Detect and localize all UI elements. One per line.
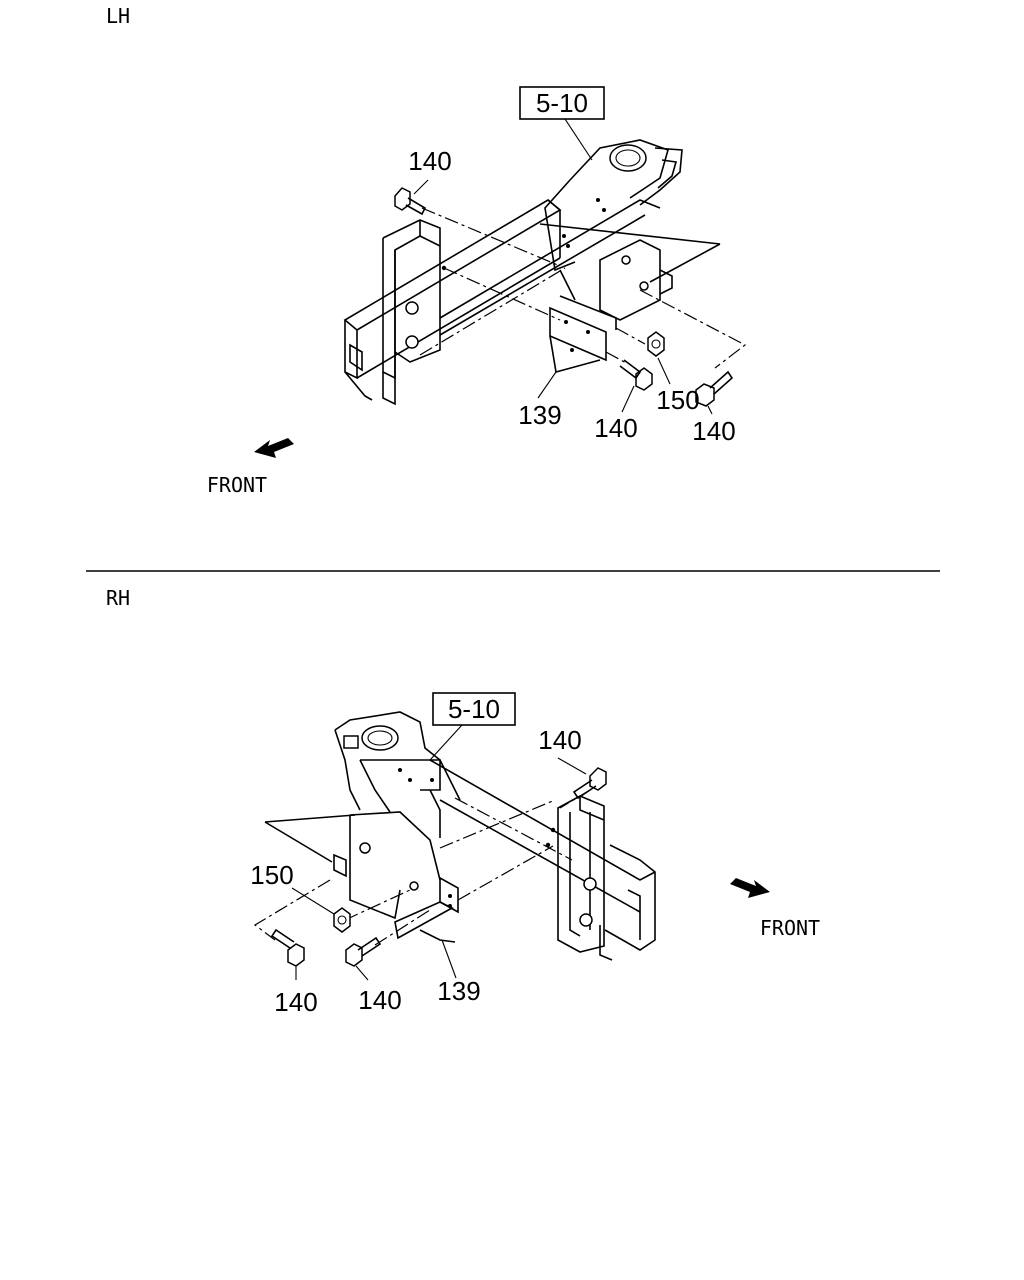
rh-bolt-mid[interactable] bbox=[345, 936, 382, 967]
rh-callout-150: 150 bbox=[250, 860, 293, 890]
rh-section: RH 5-10 bbox=[106, 586, 820, 1017]
rh-callout-140-top: 140 bbox=[538, 725, 581, 755]
lh-plate-139[interactable] bbox=[549, 295, 617, 374]
lh-callout-140-mid: 140 bbox=[594, 413, 637, 443]
rh-reference-box[interactable]: 5-10 bbox=[432, 692, 516, 726]
rh-hanger-bracket bbox=[264, 711, 461, 920]
lh-front-label: FRONT bbox=[207, 473, 267, 497]
rh-plate-139[interactable] bbox=[394, 876, 459, 943]
rh-front-arrow-icon bbox=[730, 878, 770, 898]
rh-callout-140-mid: 140 bbox=[358, 985, 401, 1015]
lh-callout-139: 139 bbox=[518, 400, 561, 430]
lh-front-arrow-icon bbox=[254, 438, 294, 458]
lh-callout-140-top: 140 bbox=[408, 146, 451, 176]
lh-frame-rail bbox=[343, 199, 661, 401]
lh-nut[interactable] bbox=[647, 331, 665, 357]
lh-callout-140-right: 140 bbox=[692, 416, 735, 446]
lh-bolt-right[interactable] bbox=[695, 370, 734, 407]
lh-reference-leader bbox=[564, 118, 593, 161]
rh-frame-rail bbox=[429, 759, 656, 961]
lh-callout-150: 150 bbox=[656, 385, 699, 415]
rh-cross-member bbox=[545, 795, 605, 953]
rh-reference-leader bbox=[429, 724, 463, 761]
rh-bolt-top[interactable] bbox=[572, 767, 607, 800]
rh-view-label: RH bbox=[106, 586, 130, 610]
lh-section: LH 5-10 bbox=[106, 4, 747, 497]
rh-callout-139: 139 bbox=[437, 976, 480, 1006]
rh-reference-box-label: 5-10 bbox=[448, 694, 500, 724]
lh-view-label: LH bbox=[106, 4, 130, 28]
lh-cross-member bbox=[382, 219, 447, 406]
rh-bolt-left[interactable] bbox=[270, 928, 305, 967]
lh-reference-box[interactable]: 5-10 bbox=[519, 86, 605, 120]
rh-callout-140-left: 140 bbox=[274, 987, 317, 1017]
rh-nut[interactable] bbox=[333, 907, 351, 933]
lh-callout-leaders bbox=[413, 179, 713, 415]
lh-hanger-bracket bbox=[539, 139, 721, 321]
rh-callout-leaders bbox=[291, 757, 587, 981]
lh-reference-box-label: 5-10 bbox=[536, 88, 588, 118]
rh-front-label: FRONT bbox=[760, 916, 820, 940]
lh-bolt-top[interactable] bbox=[394, 187, 427, 216]
lh-assembly-lines bbox=[419, 207, 747, 369]
lh-bolt-mid[interactable] bbox=[619, 359, 653, 391]
rh-assembly-lines bbox=[253, 789, 591, 946]
